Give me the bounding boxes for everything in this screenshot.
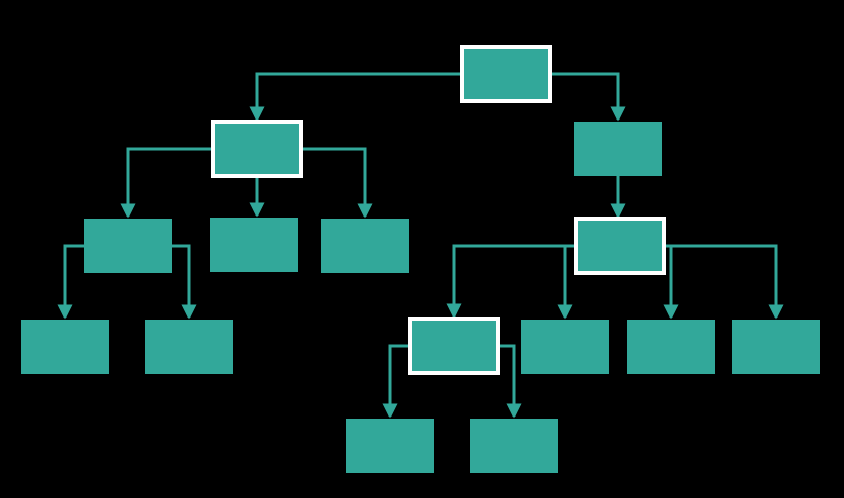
node-box xyxy=(145,320,233,374)
tree-node-n12 xyxy=(627,320,715,374)
connector-n2-to-n6 xyxy=(301,147,373,219)
connector-n4-to-n9 xyxy=(172,244,197,320)
tree-node-n1 xyxy=(460,45,552,103)
tree-node-n9 xyxy=(145,320,233,374)
node-box xyxy=(627,320,715,374)
connector-n1-to-n3 xyxy=(550,72,626,122)
node-layer xyxy=(21,45,820,473)
node-box xyxy=(574,122,662,176)
tree-node-n10 xyxy=(408,317,500,375)
node-box xyxy=(21,320,109,374)
connector-n7-to-n10 xyxy=(446,244,576,319)
node-box xyxy=(521,320,609,374)
tree-node-n11 xyxy=(521,320,609,374)
node-box xyxy=(84,219,172,273)
node-box xyxy=(470,419,558,473)
connector-n4-to-n8 xyxy=(57,244,84,320)
connector-n10-to-n15 xyxy=(498,344,522,419)
tree-node-n13 xyxy=(732,320,820,374)
tree-node-n14 xyxy=(346,419,434,473)
highlighted-node-box xyxy=(211,120,303,178)
connector-layer xyxy=(57,72,784,419)
highlighted-node-box xyxy=(460,45,552,103)
highlighted-node-box xyxy=(574,217,666,275)
tree-node-n7 xyxy=(574,217,666,275)
tree-node-n3 xyxy=(574,122,662,176)
tree-node-n4 xyxy=(84,219,172,273)
connector-n1-to-n2 xyxy=(249,72,462,122)
node-box xyxy=(321,219,409,273)
connector-n7-to-n11 xyxy=(557,244,576,320)
connector-n7-to-n13 xyxy=(664,244,784,320)
tree-node-n8 xyxy=(21,320,109,374)
tree-node-n5 xyxy=(210,218,298,272)
tree-node-n6 xyxy=(321,219,409,273)
tree-node-n2 xyxy=(211,120,303,178)
node-box xyxy=(210,218,298,272)
tree-node-n15 xyxy=(470,419,558,473)
node-box xyxy=(732,320,820,374)
connector-n10-to-n14 xyxy=(382,344,410,419)
connector-n2-to-n4 xyxy=(120,147,213,219)
highlighted-node-box xyxy=(408,317,500,375)
node-box xyxy=(346,419,434,473)
